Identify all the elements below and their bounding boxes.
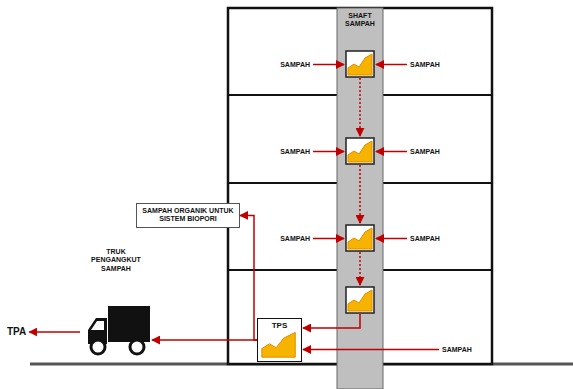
destination-label: TPA [6, 326, 27, 338]
waste-source-label: SAMPAH [410, 234, 450, 243]
flow-arrow [29, 331, 80, 333]
waste-source-label: SAMPAH [270, 234, 310, 243]
truck-illustration [80, 248, 152, 358]
node-text: TPA [7, 326, 26, 338]
waste-source-label: SAMPAH [410, 147, 450, 156]
shaft-band: SHAFT SAMPAH [337, 8, 383, 389]
node-text: SAMPAH ORGANIK UNTUK SISTEM BIOPORI [142, 207, 234, 224]
process-box: SAMPAH ORGANIK UNTUK SISTEM BIOPORI [136, 203, 240, 228]
waste-fill [262, 332, 295, 357]
truck-window [91, 321, 104, 330]
input-arrow [313, 64, 344, 66]
waste-source-label: SAMPAH [270, 147, 310, 156]
input-arrow [376, 151, 407, 153]
tps-box: TPS [257, 318, 302, 362]
drop-arrow [359, 78, 361, 136]
truck-node: TRUK PENGANGKUT SAMPAH [80, 248, 152, 358]
node-text: TPS [260, 321, 299, 331]
waste-bin-icon [346, 225, 374, 251]
truck-cargo [108, 306, 150, 342]
waste-source-label: SAMPAH [270, 60, 310, 69]
input-arrow [313, 151, 344, 153]
waste-bin-icon [346, 51, 374, 77]
input-arrow [313, 238, 344, 240]
input-arrow [376, 238, 407, 240]
waste-arrows [303, 65, 439, 350]
waste-bin-icon [346, 138, 374, 164]
input-arrow [376, 64, 407, 66]
node-text: SHAFT SAMPAH [339, 12, 381, 29]
drop-arrow [359, 165, 361, 223]
waste-source-label: SAMPAH [410, 60, 450, 69]
flow-arrow [152, 339, 257, 341]
node-text: TRUK PENGANGKUT SAMPAH [82, 248, 150, 273]
flow-arrow [240, 215, 257, 340]
truck-wheel [130, 340, 144, 354]
drop-arrow [359, 252, 361, 285]
drop-arrow [303, 314, 360, 328]
truck-wheel [91, 340, 105, 354]
waste-source-label: SAMPAH [442, 345, 482, 354]
building-outline [228, 8, 492, 364]
input-arrow [303, 349, 439, 351]
waste-bin-icon [346, 287, 374, 313]
